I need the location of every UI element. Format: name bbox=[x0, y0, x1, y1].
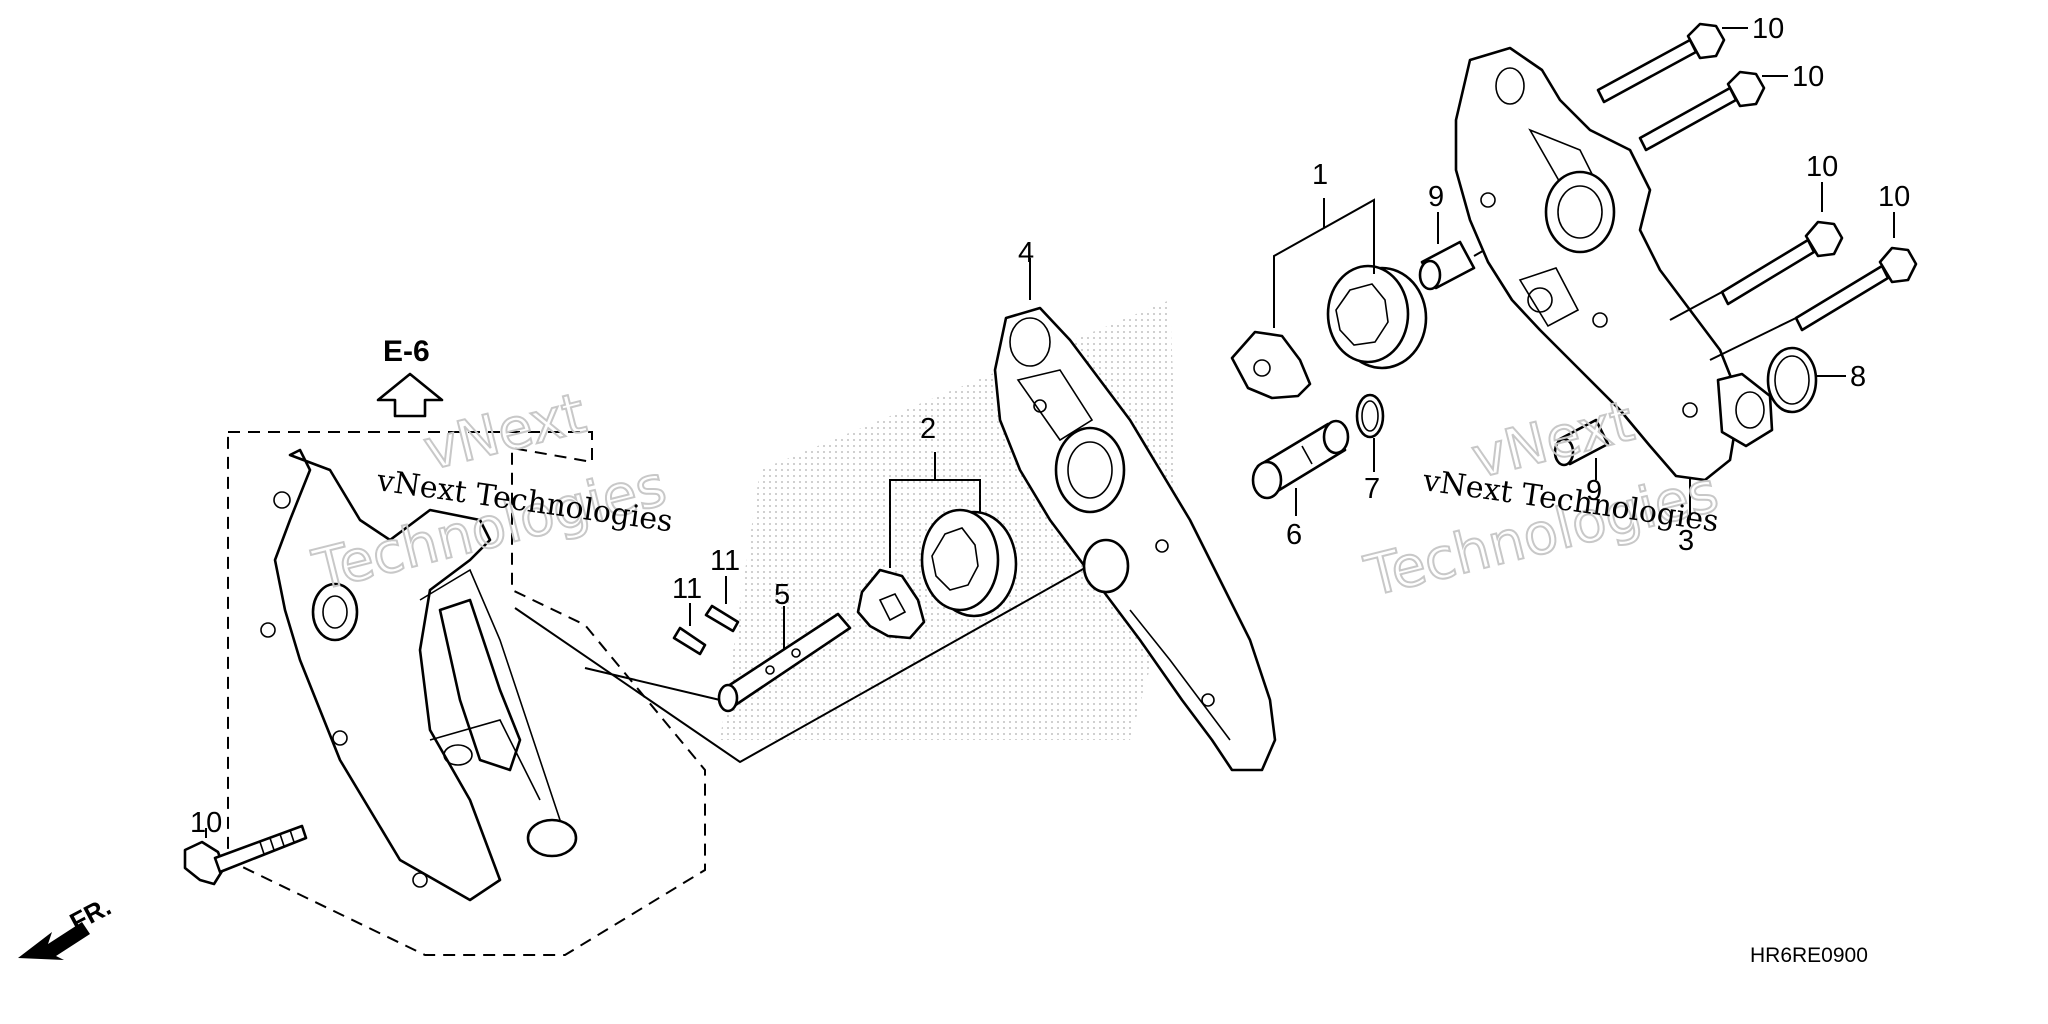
flange-bolt-lower-part bbox=[183, 824, 308, 886]
bolt-c-axis bbox=[1669, 291, 1723, 321]
rotor-set-outer-part bbox=[1326, 264, 1428, 370]
o-ring-large-part bbox=[1766, 346, 1818, 414]
callout-9-upper: 9 bbox=[1428, 181, 1444, 213]
bolt-d-axis bbox=[1709, 317, 1797, 361]
callout-6: 6 bbox=[1286, 519, 1302, 551]
callout-3: 3 bbox=[1678, 525, 1694, 557]
reference-arrow-icon bbox=[376, 372, 444, 418]
callout-10-a: 10 bbox=[1752, 13, 1784, 45]
pump-shaft-part bbox=[717, 612, 852, 713]
callout-10-b: 10 bbox=[1792, 61, 1824, 93]
flange-bolt-b-part bbox=[1638, 70, 1766, 152]
outer-rotor-part bbox=[920, 508, 1018, 618]
callout-10-c: 10 bbox=[1806, 151, 1838, 183]
pump-body-part bbox=[993, 306, 1277, 772]
callout-2: 2 bbox=[920, 413, 936, 445]
callout-10-e: 10 bbox=[190, 807, 222, 839]
bracket-2 bbox=[889, 452, 981, 568]
assembly-leader bbox=[514, 536, 1141, 764]
reference-label: E-6 bbox=[383, 335, 430, 368]
callout-4: 4 bbox=[1018, 237, 1034, 269]
bracket-1 bbox=[1273, 198, 1375, 328]
diagram-code: HR6RE0900 bbox=[1750, 944, 1868, 967]
callout-7: 7 bbox=[1364, 473, 1380, 505]
pump-cover-part bbox=[1454, 46, 1774, 482]
rotor-set-inner-part bbox=[1230, 330, 1312, 400]
inner-rotor-part bbox=[856, 568, 926, 640]
callout-5: 5 bbox=[774, 579, 790, 611]
watermark-left-line1: vNext bbox=[418, 381, 592, 484]
flange-bolt-d-part bbox=[1794, 246, 1918, 332]
callout-1: 1 bbox=[1312, 159, 1328, 191]
flange-bolt-a-part bbox=[1596, 22, 1726, 104]
o-ring-small-part bbox=[1355, 393, 1385, 439]
flange-bolt-c-part bbox=[1720, 220, 1844, 306]
callout-11-a: 11 bbox=[672, 573, 702, 605]
housing-region-outline bbox=[227, 431, 706, 956]
assembly-leader-2 bbox=[584, 667, 721, 701]
front-direction-arrow-icon bbox=[18, 922, 90, 960]
dowel-lower-part bbox=[1553, 418, 1610, 467]
relief-valve-part bbox=[1251, 419, 1350, 500]
callout-10-d: 10 bbox=[1878, 181, 1910, 213]
dowel-upper-part bbox=[1418, 240, 1476, 291]
dowel-pin-lower-part bbox=[672, 626, 707, 656]
dowel-pin-upper-part bbox=[704, 604, 740, 633]
crankcase-cover-part bbox=[260, 448, 578, 902]
callout-11-b: 11 bbox=[710, 545, 740, 577]
callout-9-lower: 9 bbox=[1586, 475, 1602, 507]
callout-8: 8 bbox=[1850, 361, 1866, 393]
